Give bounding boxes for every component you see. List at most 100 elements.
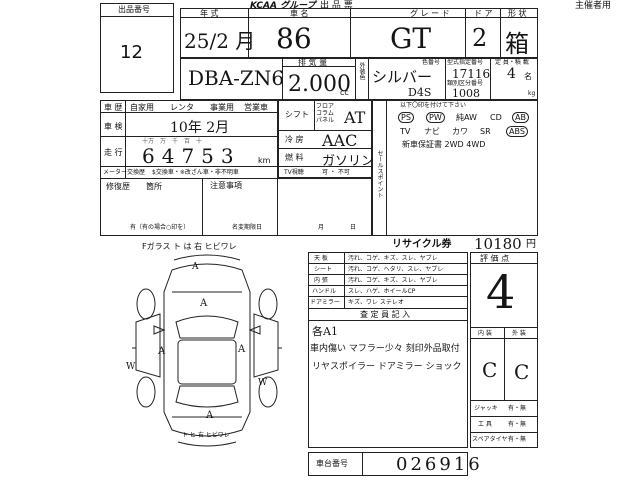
damage-mark-rear: A xyxy=(206,410,214,421)
column-label: フロア コラム パネル xyxy=(316,103,335,124)
damage-mark-side-right: W xyxy=(258,378,268,388)
spec-value: 17116 xyxy=(452,67,491,81)
recycle-value: 10180 xyxy=(474,235,522,253)
spec-label: 型式指定番号 xyxy=(447,59,484,66)
chassis-value: 026916 xyxy=(396,454,483,475)
equip-leather: カワ xyxy=(452,127,468,136)
equip-abs: ABS xyxy=(506,126,528,137)
cond-row-1-opts: 汚れ、コゲ、キズ、スレ、ヤブレ xyxy=(348,255,438,262)
equip-tv: TV xyxy=(400,127,411,136)
displacement-label: 排 気 量 xyxy=(298,58,328,67)
mileage-digits-header: 十万 万 千 百 十 xyxy=(142,138,203,145)
lot-label: 出品番号 xyxy=(118,5,150,14)
year-value: 25/2 月 xyxy=(184,29,256,53)
shape-label: 形 状 xyxy=(508,9,527,18)
top-row-box xyxy=(180,8,538,58)
inspector-note-1: 各A1 xyxy=(312,325,338,338)
color-value: シルバー xyxy=(372,68,433,86)
kg-unit: kg xyxy=(528,90,536,97)
ac-value: AAC xyxy=(322,131,358,150)
equip-sr: SR xyxy=(480,127,491,136)
day-label: 日 xyxy=(350,224,357,231)
door-label: ド ア xyxy=(474,9,493,18)
shift-value: AT xyxy=(344,108,366,127)
spare-label: スペアタイヤ xyxy=(472,436,508,443)
rating-score: 4 xyxy=(486,265,516,319)
cat-value: 1008 xyxy=(452,87,480,100)
change-label: 名変期限日 xyxy=(232,224,263,231)
usage-option-1: 自家用 xyxy=(130,103,154,112)
inspection-value: 10年 2月 xyxy=(170,120,230,136)
recall-text: 有（有の場合○印を） xyxy=(130,224,190,231)
damage-mark-side-left: W xyxy=(126,362,136,372)
jack-value: 有・無 xyxy=(508,405,527,412)
glass-text: Fガラス ト は 右 ヒビワレ xyxy=(142,242,237,251)
meter-options: $交換車・※改ざん車・非不明車 xyxy=(152,169,239,176)
cond-row-3-name: 内 張 xyxy=(314,277,328,284)
jack-label: ジャッキ xyxy=(474,405,498,412)
sales-point-label: セールスポイント xyxy=(376,150,383,198)
notes-box xyxy=(202,178,372,236)
inspector-label: 査 定 員 記 入 xyxy=(360,310,411,319)
diagram-bottom-text: ト ヒ 右 ヒビワレ xyxy=(182,432,230,439)
equipment-header: 以下〇印を付けて下さい xyxy=(400,102,467,109)
rating-box xyxy=(470,252,538,448)
ac-label: 冷 房 xyxy=(285,135,304,144)
inspector-note-3: リヤスポイラー ドアミラー ショック xyxy=(312,362,462,372)
fuel-value: ガソリン xyxy=(322,154,375,169)
recycle-unit: 円 xyxy=(526,239,536,250)
displacement-value: 2.000 xyxy=(288,72,351,97)
color-no-label: 色番号 xyxy=(422,59,441,66)
usage-option-2: レンタ xyxy=(170,103,194,112)
mileage-value: 64753 xyxy=(142,144,241,168)
color-no-value: D4S xyxy=(408,86,432,99)
notes-label: 注意事項 xyxy=(210,181,242,190)
cond-row-4-name: ハンドル xyxy=(312,288,337,295)
shift-label: シフト xyxy=(285,110,309,119)
exterior-label: 外装色 xyxy=(358,62,365,80)
fuel-label: 燃 料 xyxy=(285,153,304,162)
tool-value: 有・無 xyxy=(508,421,527,428)
grade-label: グ レ ー ド xyxy=(410,9,450,18)
cond-row-1-name: 天 板 xyxy=(314,255,328,262)
rating-label: 評 価 点 xyxy=(480,254,510,263)
repair-label: 修復歴 xyxy=(106,182,130,191)
cond-row-2-name: シート xyxy=(314,266,333,273)
cond-row-5-opts: キズ、ワレ ステレオ xyxy=(348,299,404,306)
shift-box xyxy=(278,100,372,178)
equip-ab: AB xyxy=(512,112,529,123)
exterior-value: C xyxy=(514,360,530,384)
damage-mark-hood: A xyxy=(200,298,208,309)
grade-value: GT xyxy=(390,22,432,55)
meter-exchange-label: メーター交換歴 xyxy=(103,169,146,176)
chassis-label: 車台番号 xyxy=(316,459,348,468)
month-label: 月 xyxy=(318,224,325,231)
cat-label: 類別区分番号 xyxy=(447,80,484,87)
cond-row-2-opts: 汚れ、コゲ、ヘタリ、スレ、ヤブレ xyxy=(348,266,444,273)
equip-warranty: 新車保証書 2WD 4WD xyxy=(402,140,486,149)
model-value: DBA-ZN6 xyxy=(188,66,285,90)
tv-label: TV視聴 xyxy=(284,169,304,176)
form-title: 出 品 票 xyxy=(320,1,353,11)
model-row-box xyxy=(180,58,538,100)
car-label: 車 名 xyxy=(290,9,309,18)
seats-label: 定 員・積 載 xyxy=(495,59,529,66)
tv-options: 可 ・ 不可 xyxy=(322,169,350,176)
cond-row-3-opts: 汚れ、コゲ、キズ、スレ、ヤブレ xyxy=(348,277,438,284)
interior-label: 内 装 xyxy=(478,330,492,337)
inspector-note-2: 車内傷い マフラー少々 刻印外品取付 xyxy=(310,344,460,354)
equip-navi: ナビ xyxy=(424,127,440,136)
tool-label: 工 具 xyxy=(478,421,492,428)
lot-number: 12 xyxy=(120,42,143,63)
mileage-label: 走 行 xyxy=(104,148,123,157)
cond-row-4-opts: スレ、ハゲ、ホイールCP xyxy=(348,288,416,295)
cond-row-5-name: ドアミラー xyxy=(310,299,340,306)
displacement-unit: cc xyxy=(340,88,349,97)
car-value: 86 xyxy=(276,22,312,55)
interior-value: C xyxy=(482,358,498,382)
spare-value: 有・無 xyxy=(508,436,527,443)
lot-box xyxy=(100,3,174,93)
sales-point-box xyxy=(372,100,538,236)
repair-location: 箇所 xyxy=(146,182,162,191)
equip-pw: PW xyxy=(426,112,445,123)
